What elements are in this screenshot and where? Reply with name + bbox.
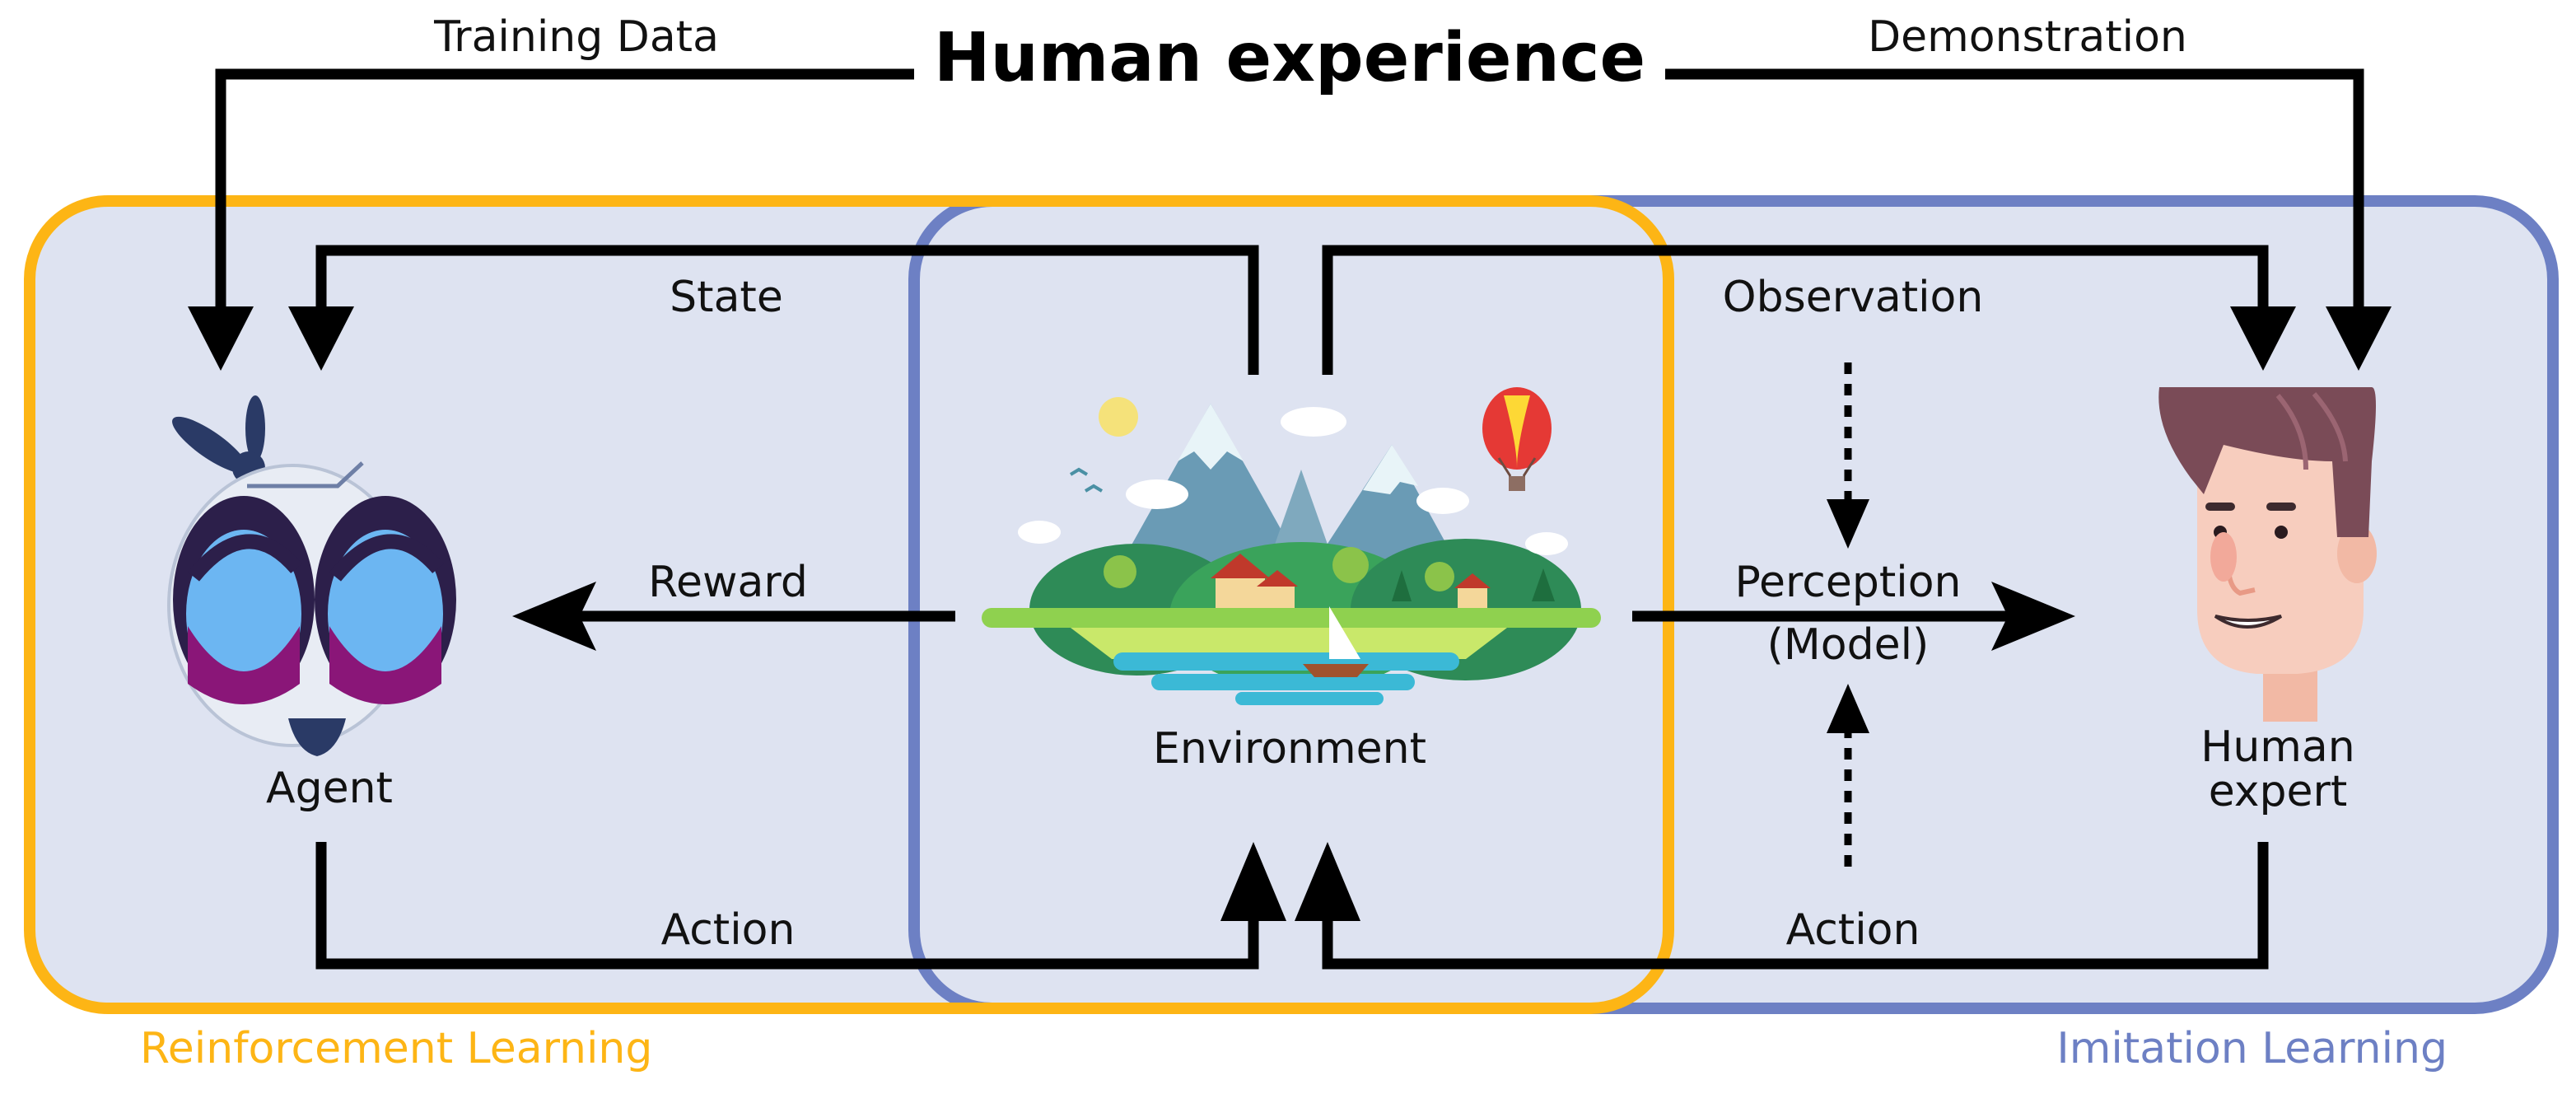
perception-model-label: (Model): [1767, 620, 1930, 670]
environment-label: Environment: [1153, 724, 1426, 774]
demonstration-label: Demonstration: [1868, 12, 2187, 62]
reinforcement-learning-label: Reinforcement Learning: [140, 1024, 652, 1073]
action-label-right: Action: [1786, 905, 1920, 955]
agent-label: Agent: [266, 764, 393, 813]
reward-label: Reward: [648, 558, 808, 607]
robot-agent-icon: [167, 395, 456, 756]
observation-to-perception-dotted-arrow: [1827, 362, 1869, 549]
training-data-arrow: [188, 68, 914, 371]
perception-label: Perception: [1735, 558, 1962, 607]
training-data-label: Training Data: [433, 12, 719, 62]
human-expert-label-line2: expert: [2209, 767, 2348, 816]
reward-arrow: [512, 582, 955, 651]
imitation-learning-label: Imitation Learning: [2056, 1024, 2448, 1073]
agent-action-arrow: [315, 842, 1286, 970]
action-label-left: Action: [661, 905, 796, 955]
reinforcement-region-border: [24, 195, 1674, 1014]
state-arrow: [288, 245, 1259, 375]
island-landscape-icon: [982, 387, 1601, 705]
state-label: State: [670, 273, 783, 322]
imitation-region-border: [908, 195, 2559, 1014]
human-expert-face-icon: [2158, 387, 2377, 722]
imitation-region-fill: [914, 201, 2553, 1008]
human-expert-label-line1: Human: [2200, 722, 2355, 772]
action-to-perception-dotted-arrow: [1827, 684, 1869, 867]
human-action-arrow: [1295, 842, 2269, 970]
perception-arrow: [1632, 582, 2075, 651]
observation-label: Observation: [1723, 273, 1984, 322]
demonstration-arrow: [1665, 68, 2392, 371]
observation-arrow: [1322, 245, 2296, 375]
diagram-title: Human experience: [934, 19, 1645, 97]
